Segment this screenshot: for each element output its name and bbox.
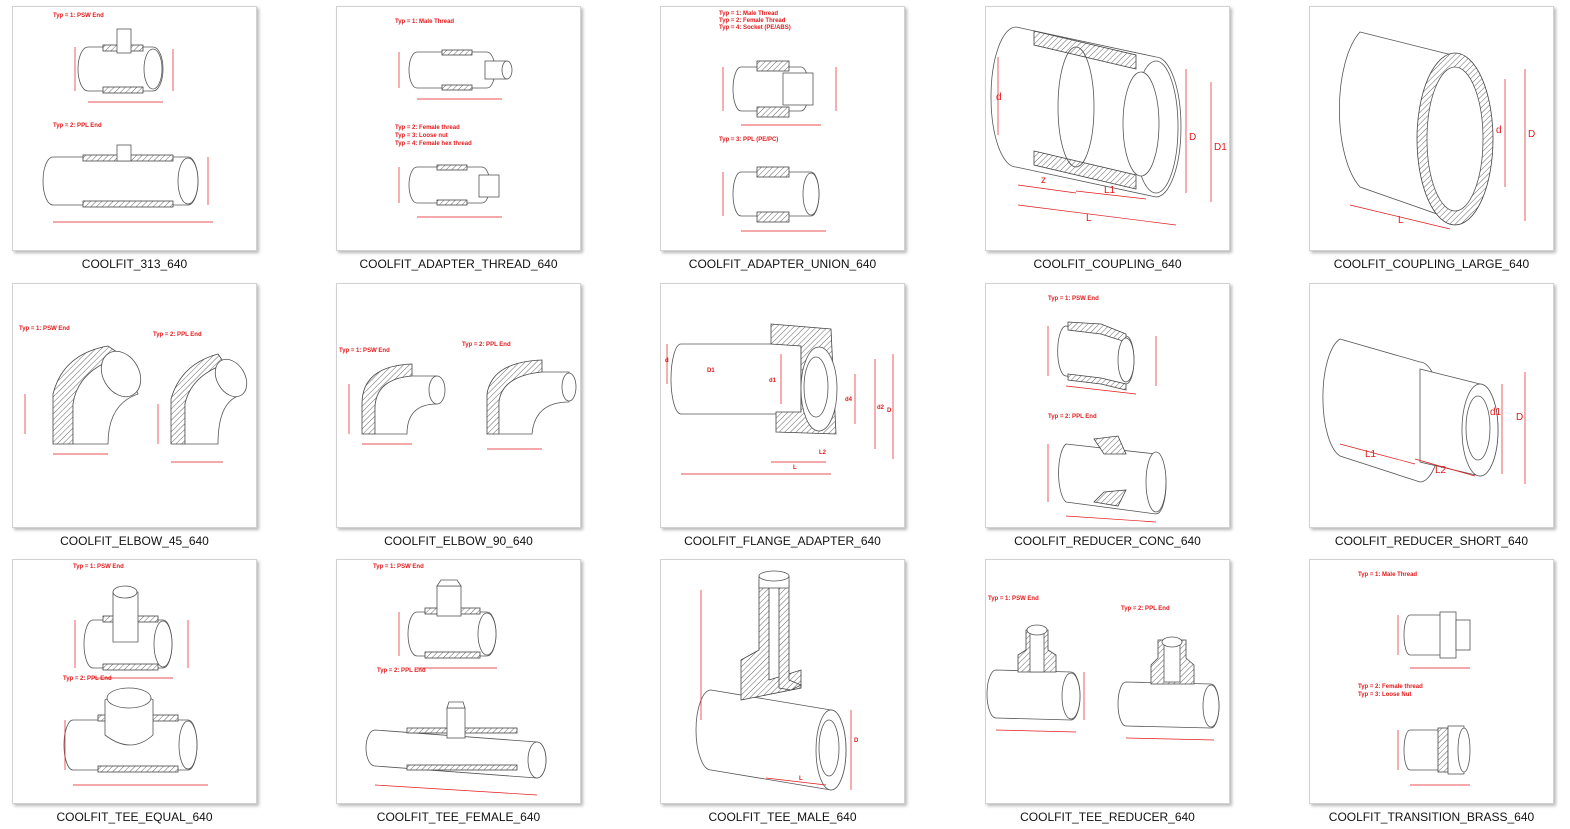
drawing-image: Typ = 1: Male Thread Typ = 2: Female Thr… (660, 6, 905, 251)
drawing-label: D1 (1214, 142, 1227, 153)
drawing-label: Typ = 1: PSW End (339, 348, 390, 354)
thumbnail-caption: COOLFIT_TEE_MALE_640 (708, 810, 857, 824)
drawing-label: Typ = 1: Male Thread (719, 11, 778, 17)
drawing-label: Typ = 1: PSW End (988, 596, 1039, 602)
drawing-label: Typ = 1: PSW End (19, 326, 70, 332)
drawing-label: Typ = 1: PSW End (73, 564, 124, 570)
drawing-image: Typ = 1: Male Thread Typ = 2: Female thr… (336, 6, 581, 251)
drawing-label: L1 (1365, 449, 1377, 460)
drawing-label: Typ = 2: PPL End (377, 668, 426, 674)
drawing-label: Typ = 2: Female thread (1358, 684, 1423, 690)
thumbnail-coolfit-adapter-thread[interactable]: Typ = 1: Male Thread Typ = 2: Female thr… (336, 6, 581, 276)
drawing-image: d D1 d1 d4 d2 D L L2 (660, 283, 905, 528)
thumbnail-caption: COOLFIT_TEE_REDUCER_640 (1020, 810, 1195, 824)
thumbnail-caption: COOLFIT_REDUCER_SHORT_640 (1334, 534, 1529, 548)
drawing-image: Typ = 1: PSW End Typ = 2: PPL End (985, 283, 1230, 528)
drawing-label: D (1189, 132, 1196, 143)
thumbnail-coolfit-elbow-90[interactable]: Typ = 1: PSW End Typ = 2: PPL End COOLFI… (336, 283, 581, 553)
drawing-label: D1 (707, 368, 715, 374)
drawing-label: Typ = 2: Female thread (395, 125, 460, 131)
drawing-label: Typ = 2: PPL End (63, 676, 112, 682)
drawing-label: Typ = 1: PSW End (53, 13, 104, 19)
drawing-label: Typ = 1: Male Thread (395, 19, 454, 25)
drawing-label: Typ = 3: Loose Nut (1358, 692, 1411, 698)
thumbnail-coolfit-reducer-conc[interactable]: Typ = 1: PSW End Typ = 2: PPL End COOLFI… (985, 283, 1230, 553)
drawing-label: d (665, 358, 669, 364)
thumbnail-caption: COOLFIT_ELBOW_45_640 (60, 534, 209, 548)
thumbnail-coolfit-tee-male[interactable]: D L COOLFIT_TEE_MALE_640 (660, 559, 905, 829)
drawing-label: Typ = 4: Socket (PE/ABS) (719, 25, 791, 31)
drawing-label: Typ = 2: PPL End (153, 332, 202, 338)
thumbnail-coolfit-flange-adapter[interactable]: d D1 d1 d4 d2 D L L2 COOLFIT_FLANGE_ADAP… (660, 283, 905, 553)
drawing-label: Typ = 1: PSW End (373, 564, 424, 570)
thumbnail-coolfit-coupling-large[interactable]: d D L COOLFIT_COUPLING_LARGE_640 (1309, 6, 1554, 276)
thumbnail-caption: COOLFIT_REDUCER_CONC_640 (1014, 534, 1201, 548)
drawing-label: Typ = 2: Female Thread (719, 18, 786, 24)
thumbnail-caption: COOLFIT_TEE_FEMALE_640 (376, 810, 541, 824)
drawing-label: Typ = 3: Loose nut (395, 133, 448, 139)
thumbnail-coolfit-tee-female[interactable]: Typ = 1: PSW End Typ = 2: PPL End COOLFI… (336, 559, 581, 829)
thumbnail-coolfit-coupling[interactable]: d D D1 z L1 L COOLFIT_COUPLING_640 (985, 6, 1230, 276)
drawing-label: Typ = 1: PSW End (1048, 296, 1099, 302)
thumbnail-caption: COOLFIT_313_640 (81, 257, 188, 271)
drawing-image: Typ = 1: PSW End Typ = 2: PPL End (985, 559, 1230, 804)
drawing-image: Typ = 1: PSW End Typ = 2: PPL End (12, 283, 257, 528)
drawing-label: L (1086, 213, 1092, 224)
drawing-image: Typ = 1: PSW End Typ = 2: PPL End (336, 283, 581, 528)
drawing-image: Typ = 1: PSW End Typ = 2: PPL End (12, 6, 257, 251)
drawing-label: D (1516, 412, 1523, 423)
drawing-label: Typ = 2: PPL End (1121, 606, 1170, 612)
drawing-label: d (1496, 125, 1502, 136)
drawing-label: d1 (1490, 407, 1502, 418)
drawing-label: d2 (877, 405, 885, 411)
thumbnail-caption: COOLFIT_TRANSITION_BRASS_640 (1328, 810, 1535, 824)
drawing-image: d D D1 z L1 L (985, 6, 1230, 251)
thumbnail-caption: COOLFIT_COUPLING_640 (1033, 257, 1182, 271)
thumbnail-caption: COOLFIT_ADAPTER_THREAD_640 (359, 257, 558, 271)
thumbnail-caption: COOLFIT_ELBOW_90_640 (384, 534, 533, 548)
drawing-label: Typ = 3: PPL (PE/PC) (719, 137, 778, 143)
drawing-image: d D L (1309, 6, 1554, 251)
drawing-image: Typ = 1: Male Thread Typ = 2: Female thr… (1309, 559, 1554, 804)
drawing-label: Typ = 2: PPL End (53, 123, 102, 129)
drawing-label: D (854, 738, 859, 744)
thumbnail-caption: COOLFIT_ADAPTER_UNION_640 (688, 257, 877, 271)
drawing-label: Typ = 2: PPL End (462, 342, 511, 348)
drawing-label: L (1398, 215, 1404, 226)
drawing-label: Typ = 1: Male Thread (1358, 572, 1417, 578)
drawing-label: d4 (845, 397, 853, 403)
drawing-label: d1 (769, 378, 777, 384)
drawing-label: L (793, 465, 797, 471)
drawing-label: D (887, 408, 892, 414)
thumbnail-caption: COOLFIT_FLANGE_ADAPTER_640 (684, 534, 881, 548)
thumbnail-coolfit-transition-brass[interactable]: Typ = 1: Male Thread Typ = 2: Female thr… (1309, 559, 1554, 829)
thumbnail-coolfit-adapter-union[interactable]: Typ = 1: Male Thread Typ = 2: Female Thr… (660, 6, 905, 276)
thumbnail-coolfit-elbow-45[interactable]: Typ = 1: PSW End Typ = 2: PPL End COOLFI… (12, 283, 257, 553)
drawing-image: Typ = 1: PSW End Typ = 2: PPL End (336, 559, 581, 804)
drawing-image: D L (660, 559, 905, 804)
drawing-label: D (1528, 129, 1535, 140)
thumbnail-coolfit-tee-reducer[interactable]: Typ = 1: PSW End Typ = 2: PPL End COOLFI… (985, 559, 1230, 829)
drawing-label: L2 (1435, 465, 1447, 476)
drawing-label: L1 (1104, 185, 1116, 196)
drawing-label: z (1041, 175, 1046, 186)
drawing-label: Typ = 4: Female hex thread (395, 141, 472, 147)
thumbnail-coolfit-tee-equal[interactable]: Typ = 1: PSW End Typ = 2: PPL End (12, 559, 257, 829)
thumbnail-caption: COOLFIT_COUPLING_LARGE_640 (1333, 257, 1530, 271)
drawing-image: d1 D L1 L2 (1309, 283, 1554, 528)
drawing-label: Typ = 2: PPL End (1048, 414, 1097, 420)
drawing-label: d (996, 92, 1002, 103)
thumbnail-coolfit-313[interactable]: Typ = 1: PSW End Typ = 2: PPL End COOLFI… (12, 6, 257, 276)
drawing-label: L (799, 776, 803, 782)
thumbnail-coolfit-reducer-short[interactable]: d1 D L1 L2 COOLFIT_REDUCER_SHORT_640 (1309, 283, 1554, 553)
drawing-label: L2 (819, 450, 827, 456)
drawing-image: Typ = 1: PSW End Typ = 2: PPL End (12, 559, 257, 804)
thumbnail-caption: COOLFIT_TEE_EQUAL_640 (56, 810, 213, 824)
